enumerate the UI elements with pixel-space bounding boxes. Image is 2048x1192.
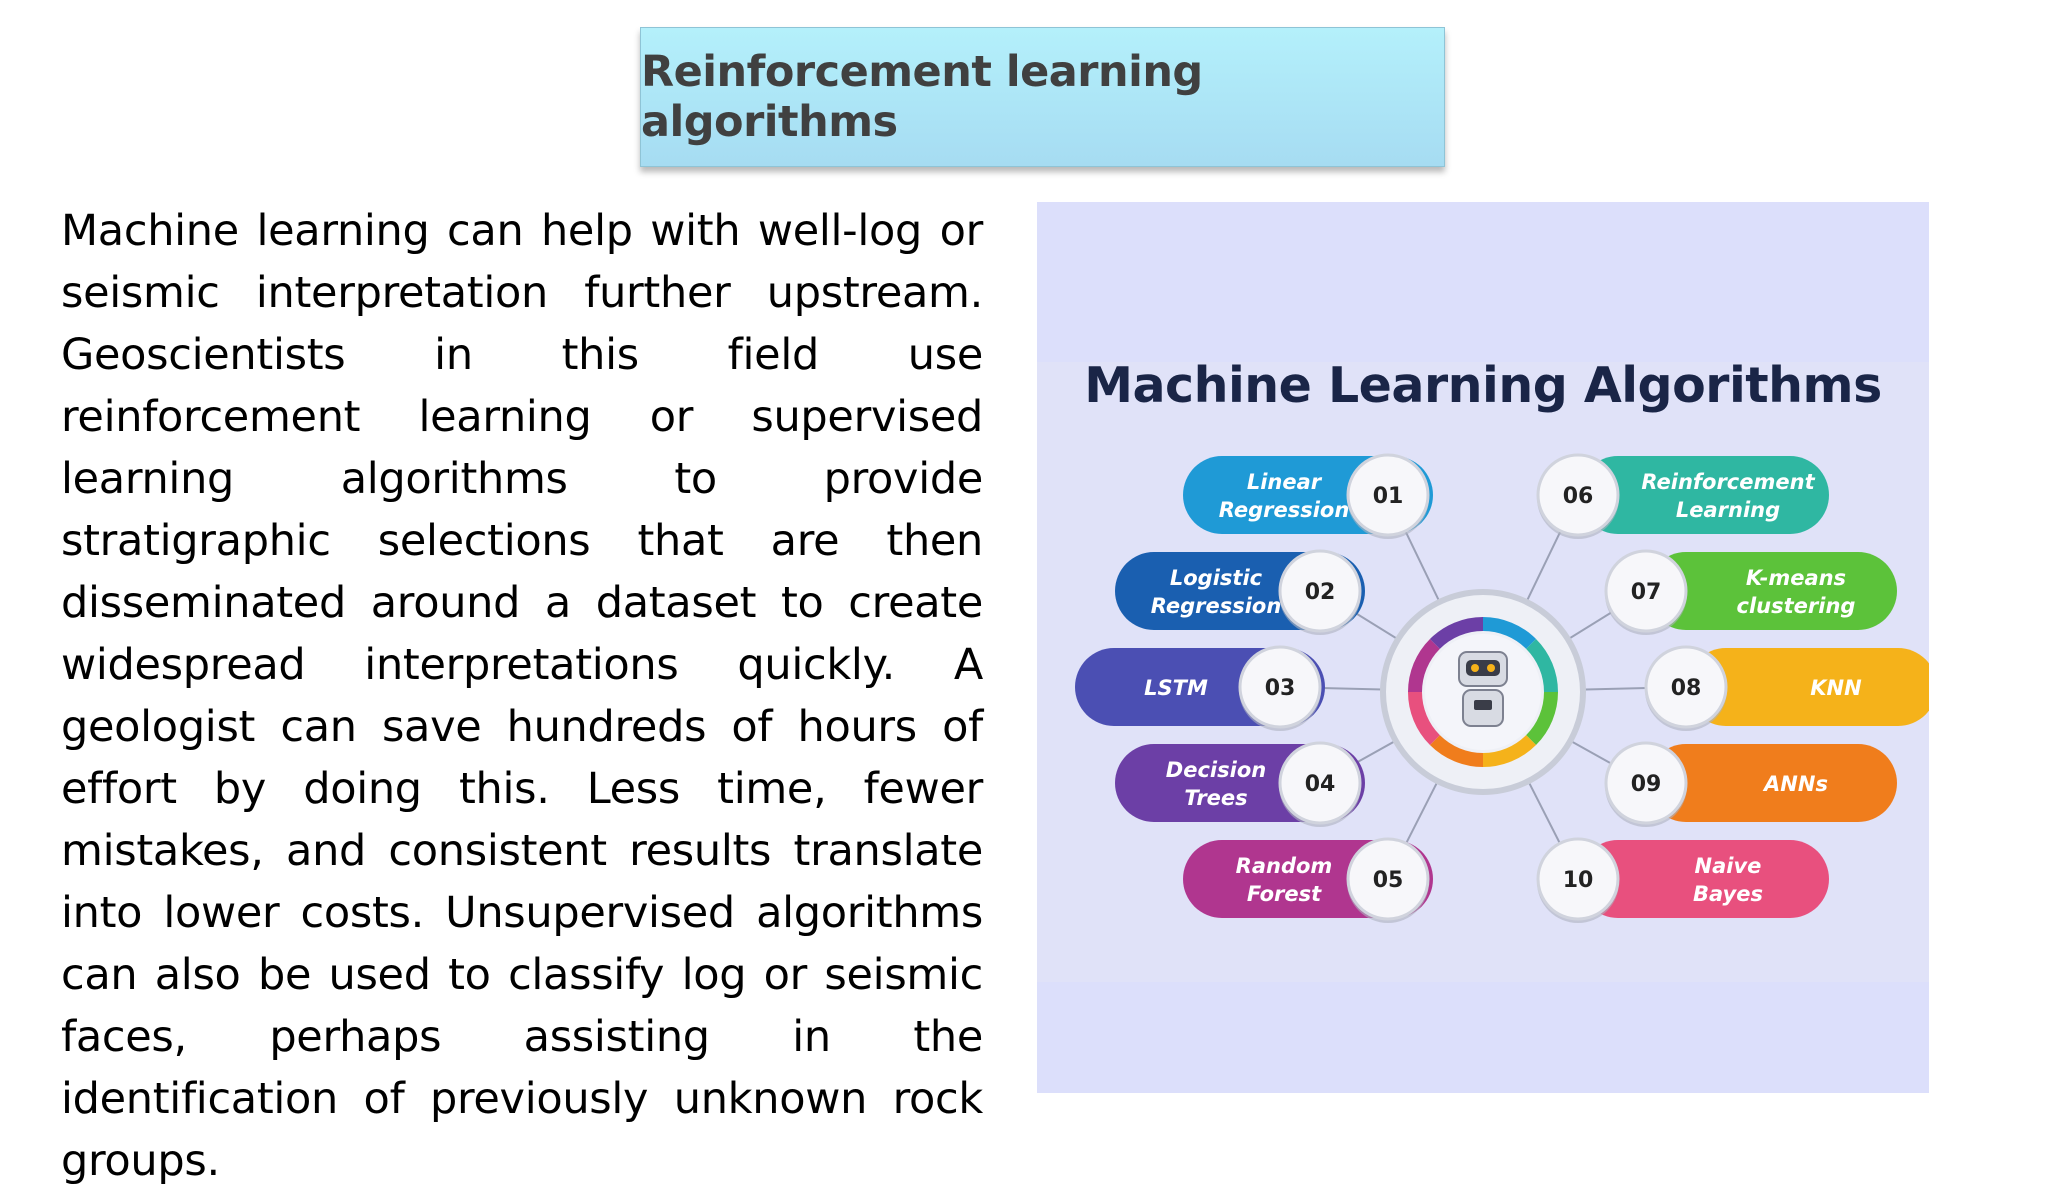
algorithm-label: Naive <box>1695 854 1762 878</box>
algorithm-label: LSTM <box>1144 676 1208 700</box>
algorithm-number: 03 <box>1265 676 1296 701</box>
algorithm-label: Decision <box>1166 758 1266 782</box>
hub-color-ring-segment <box>1408 691 1441 746</box>
algorithm-number: 07 <box>1631 580 1662 605</box>
algorithm-label: Logistic <box>1170 566 1263 590</box>
algorithm-pill-07 <box>1647 552 1897 630</box>
algorithm-label: Forest <box>1247 882 1322 906</box>
slide-title: Reinforcement learning algorithms <box>641 47 1203 147</box>
algorithm-number: 02 <box>1305 580 1336 605</box>
algorithm-pill-10 <box>1579 840 1829 918</box>
algorithm-number: 04 <box>1305 772 1336 797</box>
algorithm-label: Regression <box>1219 498 1350 522</box>
algorithm-number: 09 <box>1631 772 1662 797</box>
number-circle <box>1536 837 1620 921</box>
hub-color-ring-segment <box>1525 638 1558 693</box>
number-circle <box>1346 453 1430 537</box>
algorithm-number: 05 <box>1373 868 1404 893</box>
algorithm-label: ANNs <box>1762 772 1828 796</box>
number-circle <box>1278 549 1362 633</box>
algorithm-pill-09 <box>1647 744 1897 822</box>
number-circle <box>1536 453 1620 537</box>
robot-visor <box>1466 660 1500 676</box>
robot-eye <box>1471 664 1479 672</box>
slide-body-text: Machine learning can help with well-log … <box>61 206 983 1186</box>
algorithm-number: 01 <box>1373 484 1404 509</box>
number-circle <box>1604 741 1688 825</box>
algorithm-label: Random <box>1236 854 1333 878</box>
robot-chest-panel <box>1474 700 1492 710</box>
robot-eye <box>1487 664 1495 672</box>
hub-color-ring-segment <box>1482 734 1537 767</box>
algorithm-label: Learning <box>1676 498 1780 522</box>
algorithm-label: Trees <box>1184 786 1247 810</box>
algorithm-label: Regression <box>1151 594 1282 618</box>
slide-title-box: Reinforcement learning algorithms <box>640 27 1445 167</box>
algorithm-diagram: LinearRegression01LogisticRegression02LS… <box>1075 453 1929 923</box>
algorithm-number: 10 <box>1563 868 1594 893</box>
hub-color-ring-segment <box>1482 617 1537 650</box>
number-circle <box>1604 549 1688 633</box>
algorithm-label: KNN <box>1810 676 1862 700</box>
algorithm-pill-06 <box>1579 456 1829 534</box>
hub-color-ring-segment <box>1429 617 1484 650</box>
hub-color-ring-segment <box>1429 734 1484 767</box>
hub-color-ring-segment <box>1408 638 1441 693</box>
algorithm-label: clustering <box>1737 594 1856 618</box>
algorithm-label: K-means <box>1746 566 1846 590</box>
number-circle <box>1644 645 1728 729</box>
algorithm-label: Linear <box>1247 470 1323 494</box>
number-circle <box>1278 741 1362 825</box>
algorithm-number: 06 <box>1563 484 1594 509</box>
number-circle <box>1346 837 1430 921</box>
algorithm-number: 08 <box>1671 676 1702 701</box>
algorithm-label: Bayes <box>1693 882 1763 906</box>
hub-color-ring-segment <box>1525 691 1558 746</box>
infographic-title: Machine Learning Algorithms <box>1084 357 1882 414</box>
algorithm-pill-08 <box>1687 648 1929 726</box>
algorithm-label: Reinforcement <box>1641 470 1815 494</box>
number-circle <box>1238 645 1322 729</box>
